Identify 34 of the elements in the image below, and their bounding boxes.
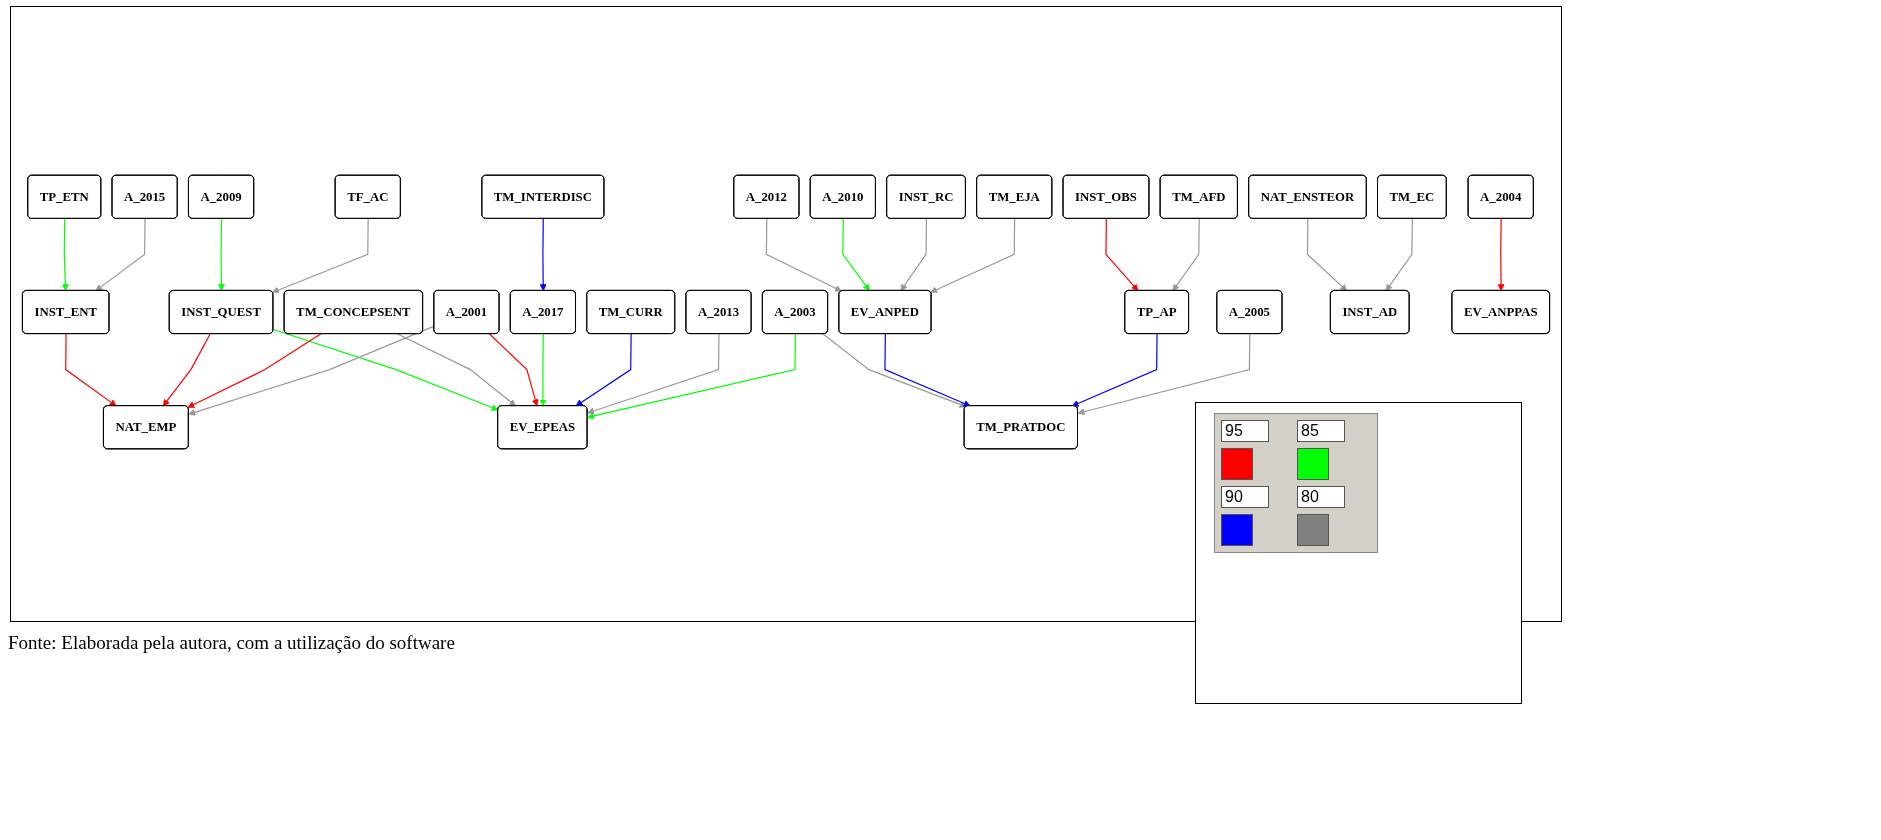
arrow xyxy=(1497,218,1505,292)
arrow xyxy=(765,218,842,292)
arrow xyxy=(217,218,225,292)
arrow xyxy=(930,218,1016,293)
arrow xyxy=(188,325,435,416)
arrow xyxy=(587,333,720,415)
caption: Fonte: Elaborada pela autora, com a utilização do software xyxy=(8,632,455,654)
arrow xyxy=(1385,218,1413,292)
arrow xyxy=(397,333,517,407)
arrow xyxy=(539,333,547,407)
arrow xyxy=(187,333,322,408)
arrow xyxy=(272,218,369,294)
arrow xyxy=(272,328,499,411)
arrow xyxy=(65,333,117,407)
legend-value: 90 xyxy=(1221,486,1269,508)
arrow xyxy=(1306,218,1348,292)
arrow xyxy=(162,333,211,407)
arrow xyxy=(95,218,146,292)
arrow xyxy=(822,333,967,408)
legend-value: 95 xyxy=(1221,420,1269,442)
arrow xyxy=(575,333,632,407)
arrow xyxy=(842,218,870,292)
arrow xyxy=(1077,333,1251,416)
arrow xyxy=(539,218,547,292)
arrow xyxy=(1105,218,1139,292)
legend-value: 85 xyxy=(1297,420,1345,442)
arrow xyxy=(587,333,796,420)
arrow xyxy=(1172,218,1200,292)
arrow xyxy=(884,333,971,407)
arrow xyxy=(1071,333,1158,407)
arrow xyxy=(61,218,69,292)
legend-value: 80 xyxy=(1297,486,1345,508)
arrow xyxy=(900,218,928,292)
arrow xyxy=(488,333,539,407)
